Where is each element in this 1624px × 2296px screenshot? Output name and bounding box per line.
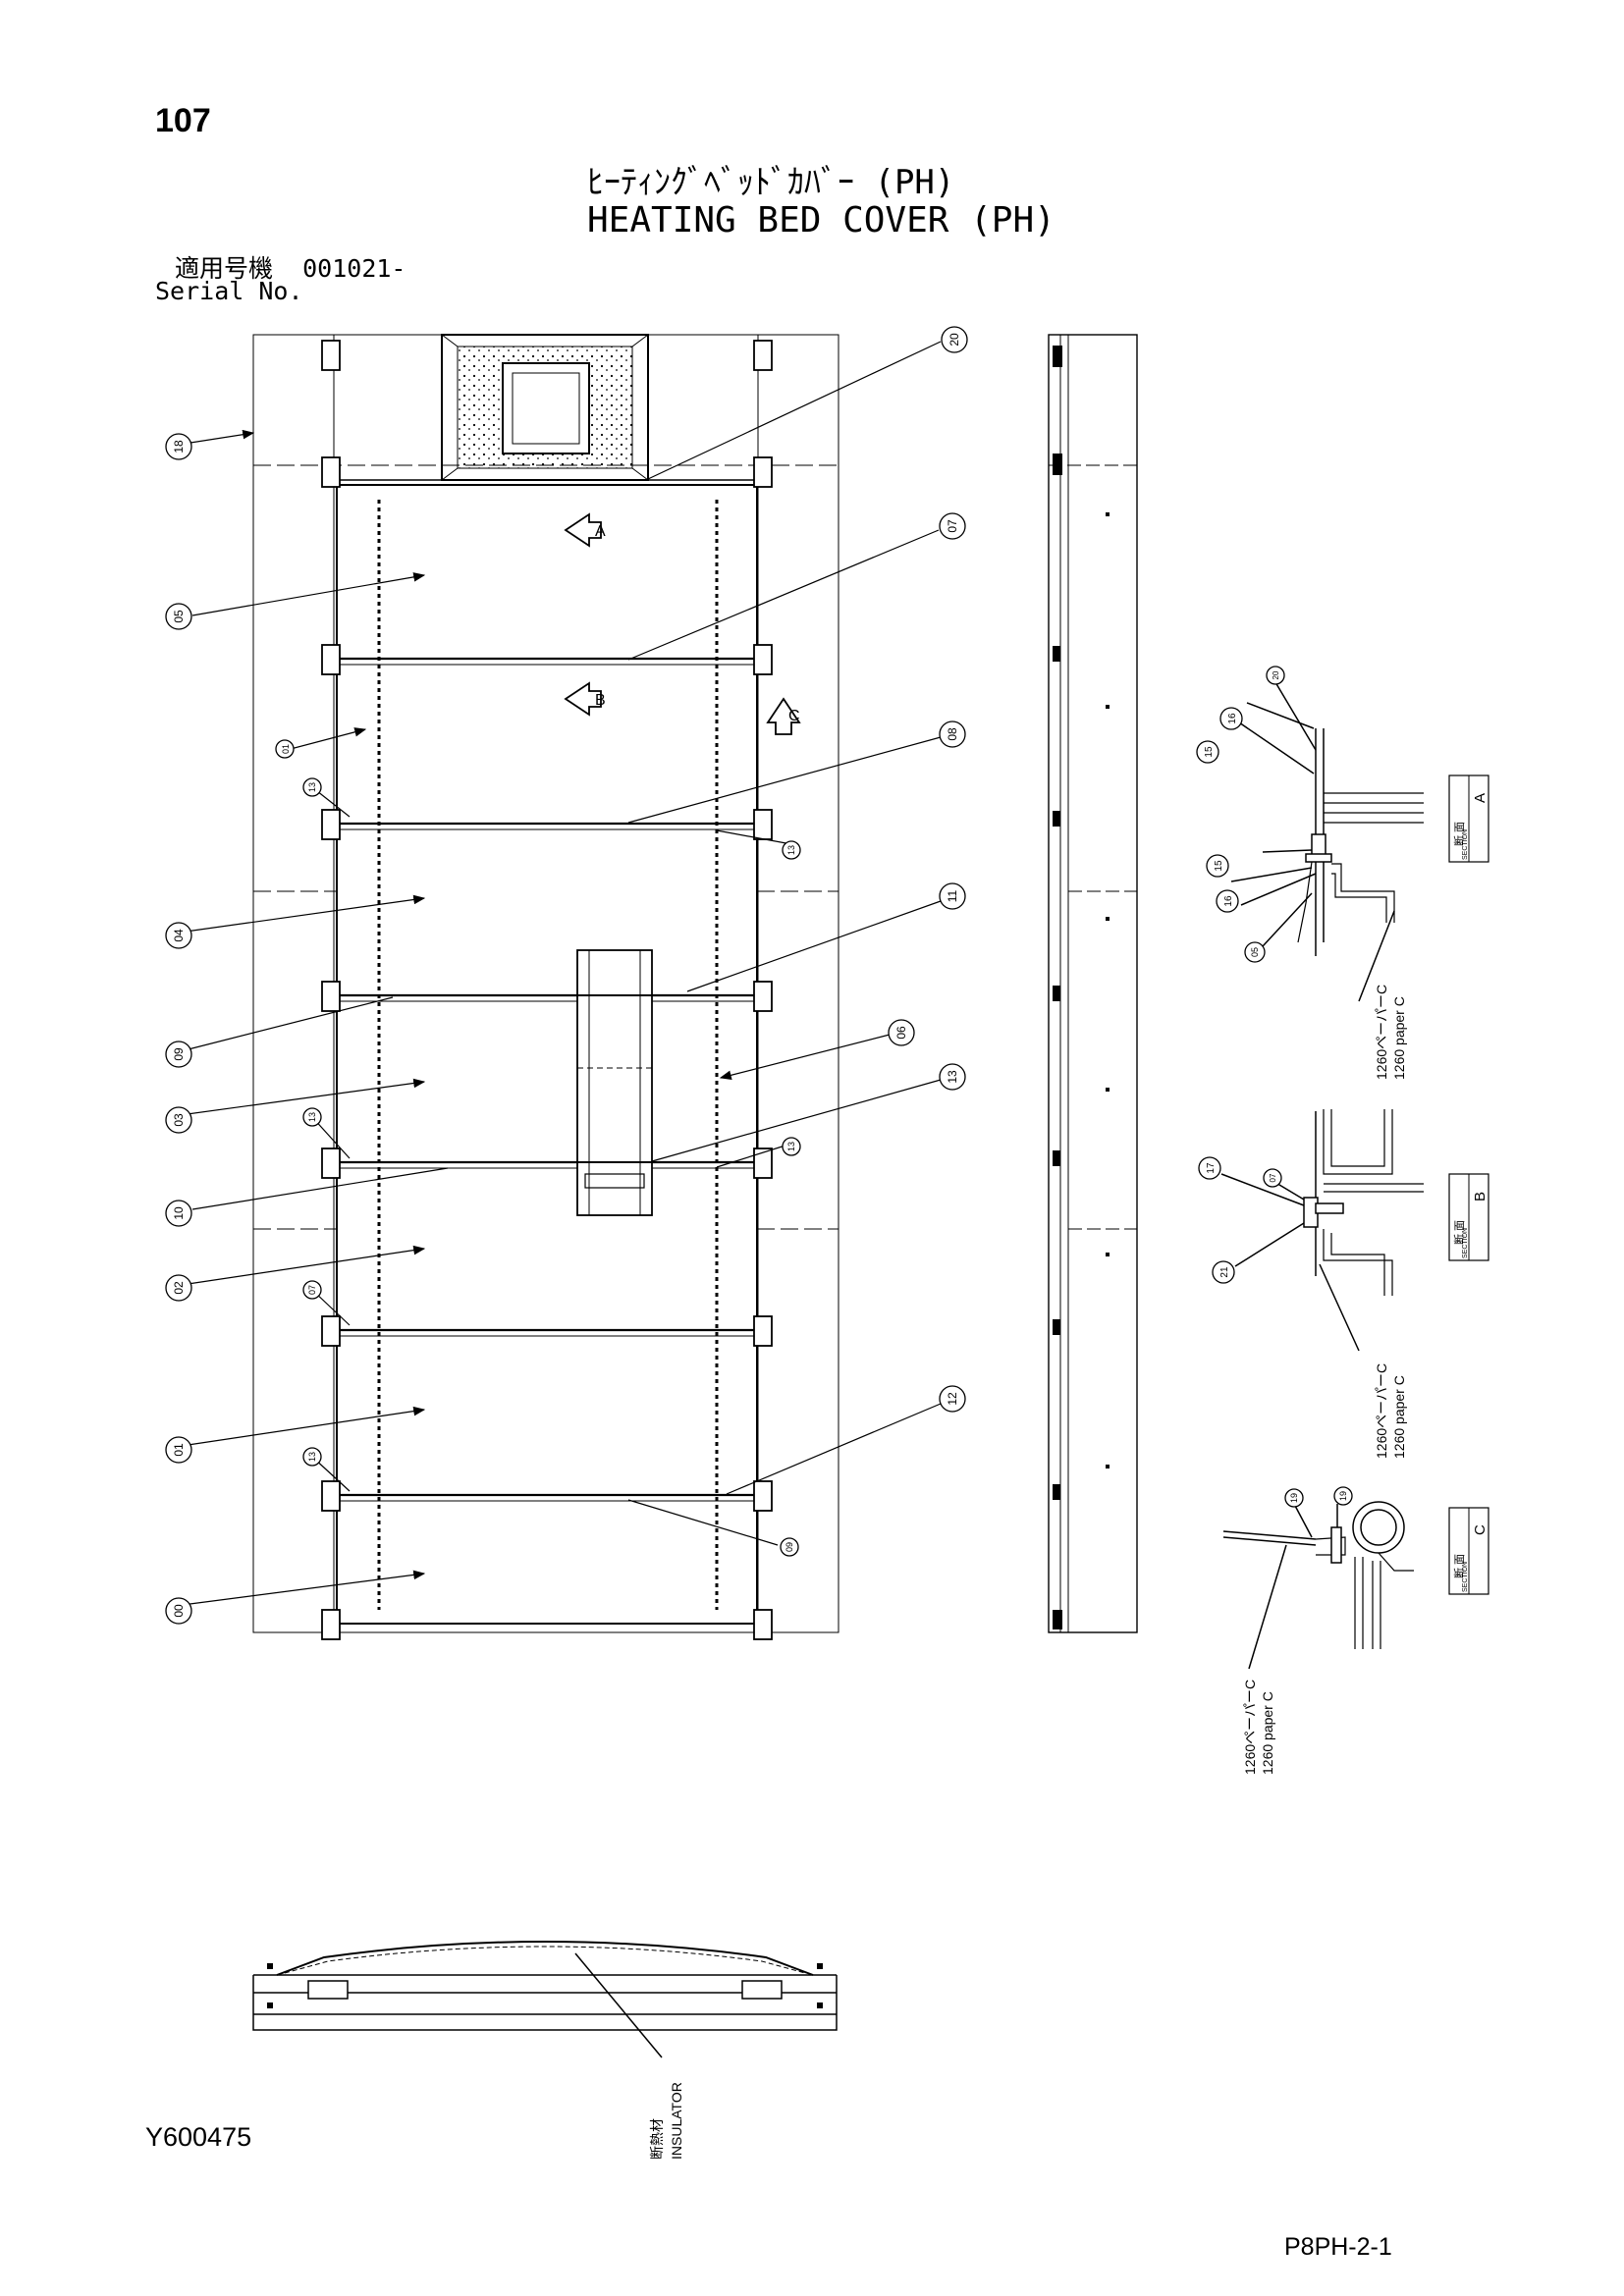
- section-a-letter: A: [1472, 793, 1489, 803]
- balloon-06: 06: [894, 1026, 908, 1040]
- section-a-balloon-16-bottom: 16: [1223, 895, 1234, 907]
- balloon-02: 02: [172, 1281, 186, 1295]
- section-a-dan: 断: [1452, 835, 1466, 846]
- serial-label-jp: 適用号機: [175, 254, 274, 283]
- side-view: [1048, 334, 1138, 1633]
- balloon-13-f: 13: [307, 1452, 317, 1462]
- section-b-letter: B: [1472, 1192, 1489, 1201]
- section-b-men: 面: [1454, 1220, 1466, 1231]
- balloon-01: 01: [172, 1443, 186, 1457]
- arrow-label-c: C: [788, 708, 800, 724]
- balloon-05: 05: [172, 610, 186, 623]
- end-view: [252, 1941, 838, 2058]
- section-a-balloon-20: 20: [1272, 670, 1280, 679]
- balloon-09-small: 09: [785, 1542, 794, 1552]
- balloon-07: 07: [946, 519, 959, 533]
- section-a-balloon-15-bottom: 15: [1214, 860, 1224, 872]
- drawing-number: Y600475: [145, 2122, 252, 2152]
- insulator-label-en: INSULATOR: [669, 2082, 684, 2160]
- balloon-13-c: 13: [946, 1070, 959, 1084]
- balloon-13-d: 13: [307, 1112, 317, 1122]
- balloon-04: 04: [172, 929, 186, 942]
- section-a-balloon-16-top: 16: [1227, 713, 1238, 724]
- section-c-paper-en: 1260 paper C: [1260, 1691, 1275, 1775]
- section-b-dan: 断: [1452, 1234, 1466, 1245]
- title-japanese: ﾋｰﾃｨﾝｸﾞﾍﾞｯﾄﾞｶﾊﾞｰ (PH): [587, 163, 955, 202]
- balloon-09: 09: [172, 1047, 186, 1061]
- balloon-10: 10: [172, 1206, 186, 1220]
- plan-view: [252, 334, 839, 1640]
- balloon-13-a: 13: [307, 782, 317, 792]
- serial-label-english: Serial No.: [155, 277, 303, 305]
- title-english: HEATING BED COVER (PH): [587, 200, 1056, 240]
- balloon-20: 20: [947, 333, 961, 347]
- section-a-label: 断 面 SECTION A: [1448, 774, 1489, 863]
- arrow-label-b: B: [595, 692, 606, 709]
- section-c-word: SECTION: [1462, 1562, 1469, 1592]
- section-a-men: 面: [1454, 822, 1466, 832]
- section-c-balloon-19-right: 19: [1338, 1491, 1348, 1501]
- balloons: [165, 326, 968, 1625]
- section-b-balloon-21: 21: [1219, 1266, 1230, 1278]
- section-a-detail: [1230, 676, 1424, 1002]
- leader-lines: [172, 341, 942, 1607]
- section-b-word: SECTION: [1462, 1228, 1469, 1258]
- section-a-balloons: [1196, 666, 1285, 963]
- section-c-men: 面: [1454, 1554, 1466, 1565]
- serial-value: 001021-: [302, 254, 406, 283]
- balloon-01-small: 01: [281, 744, 291, 754]
- section-a-word: SECTION: [1462, 829, 1469, 860]
- section-a-balloon-15-top: 15: [1204, 746, 1215, 758]
- balloon-00: 00: [172, 1604, 186, 1618]
- serial-label-japanese: 適用号機 001021-: [175, 249, 406, 285]
- balloon-03: 03: [172, 1113, 186, 1127]
- section-c-dan: 断: [1452, 1568, 1466, 1578]
- section-c-letter: C: [1472, 1524, 1489, 1535]
- section-c-balloon-19-left: 19: [1289, 1493, 1299, 1503]
- section-b-paper-en: 1260 paper C: [1391, 1375, 1407, 1459]
- balloon-labels: 18 20 07 05 01 08 13 13 04 11 09 06 03 1…: [172, 333, 961, 1618]
- page-code: P8PH-2-1: [1284, 2233, 1392, 2261]
- section-b-balloon-17: 17: [1206, 1162, 1217, 1174]
- insulator-label-jp: 断熱材: [649, 2118, 665, 2160]
- section-b-balloon-07: 07: [1269, 1173, 1277, 1182]
- page-number: 107: [155, 102, 211, 139]
- balloon-13-e: 13: [786, 1142, 796, 1151]
- section-arrows: [564, 512, 801, 735]
- balloon-07-small: 07: [307, 1285, 317, 1295]
- section-a-balloon-05: 05: [1250, 947, 1260, 957]
- balloon-12: 12: [946, 1392, 959, 1406]
- balloon-18: 18: [172, 440, 186, 454]
- section-a-paper-en: 1260 paper C: [1391, 996, 1407, 1080]
- balloon-08: 08: [946, 727, 959, 741]
- balloon-11: 11: [946, 889, 959, 902]
- section-b-detail: [1220, 1109, 1424, 1352]
- section-b-paper-jp: 1260ペーパーC: [1374, 1363, 1389, 1459]
- section-a-paper-jp: 1260ペーパーC: [1374, 985, 1389, 1080]
- section-c-paper-jp: 1260ペーパーC: [1242, 1680, 1258, 1775]
- balloon-13-b: 13: [786, 845, 796, 855]
- section-c-label: 断 面 SECTION C: [1448, 1507, 1489, 1595]
- section-c-detail: [1222, 1501, 1414, 1670]
- section-b-label: 断 面 SECTION B: [1448, 1173, 1489, 1261]
- arrow-label-a: A: [595, 523, 606, 540]
